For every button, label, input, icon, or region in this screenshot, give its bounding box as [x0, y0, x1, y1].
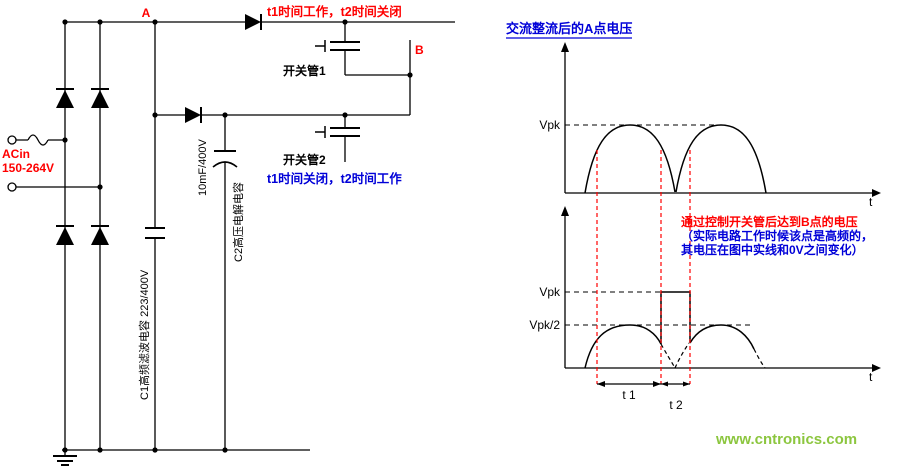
switch-tube-1-symbol — [315, 40, 360, 52]
c2-value-label: 10mF/400V — [197, 138, 209, 196]
watermark: www.cntronics.com — [715, 431, 857, 448]
junction-dots — [62, 19, 413, 453]
waveform-charts: 交流整流后的A点电压 Vpk t Vpk Vpk/2 t t 1 — [506, 21, 881, 412]
bridge-rectifier — [56, 88, 109, 245]
ac-input-label-line2: 150-264V — [2, 161, 54, 175]
annotation-line2: （实际电路工作时候该点是高频的， — [681, 228, 873, 243]
bottom-chart-curve-dashed — [660, 342, 766, 369]
annotation-line1: 通过控制开关管后达到B点的电压 — [681, 214, 858, 229]
annotation-line3: 其电压在图中实线和0V之间变化） — [681, 242, 864, 257]
mid-branch-diode — [185, 107, 202, 123]
ground-symbol — [53, 455, 77, 466]
switch2-label: 开关管2 — [283, 152, 326, 167]
pulse-waveform — [660, 291, 691, 344]
top-chart-xaxis-arrow — [872, 189, 881, 197]
capacitor-c2-symbol — [212, 150, 238, 168]
bottom-chart-xaxis-arrow — [872, 364, 881, 372]
ac-input-terminals — [7, 135, 17, 192]
fuse-symbol — [27, 134, 49, 146]
sw2-timing-note: t1时间关闭，t2时间工作 — [267, 171, 402, 186]
switch-tube-2-symbol — [315, 126, 360, 138]
chart-title: 交流整流后的A点电压 — [506, 21, 632, 36]
vpk-label-bottom: Vpk — [539, 285, 561, 299]
t1-label: t 1 — [622, 388, 636, 402]
red-sync-dashed-lines — [596, 150, 691, 384]
t2-label: t 2 — [669, 398, 683, 412]
node-a-label: A — [142, 6, 151, 20]
circuit-diagram: A B t1时间工作，t2时间关闭 t1时间关闭，t2时间工作 开关管1 开关管… — [2, 4, 455, 466]
top-rail-diode — [245, 14, 262, 30]
switch1-label: 开关管1 — [283, 63, 326, 78]
top-chart-yaxis-arrow — [561, 42, 569, 52]
ac-input-label-line1: ACin — [2, 147, 30, 161]
c2-name-label: C2高压电解电容 — [231, 182, 245, 262]
t1-interval-marker — [597, 381, 661, 387]
t-label-bottom: t — [869, 370, 873, 384]
bottom-chart-yaxis-arrow — [561, 206, 569, 216]
c1-label: C1高频滤波电容 223/400V — [137, 269, 151, 400]
capacitor-c1-symbol — [145, 227, 165, 239]
top-chart-axes — [564, 46, 876, 194]
node-b-label: B — [415, 43, 424, 57]
t2-interval-marker — [661, 381, 690, 387]
annotation-note: 通过控制开关管后达到B点的电压 （实际电路工作时候该点是高频的， 其电压在图中实… — [681, 214, 873, 257]
top-chart-curve — [584, 124, 767, 194]
t-label-top: t — [869, 195, 873, 209]
sw1-timing-note: t1时间工作，t2时间关闭 — [267, 4, 402, 19]
bottom-chart-axes — [564, 210, 876, 369]
vpk-label-top: Vpk — [539, 118, 561, 132]
vpk-half-label: Vpk/2 — [529, 318, 560, 332]
bottom-chart-curve-solid — [584, 324, 755, 369]
